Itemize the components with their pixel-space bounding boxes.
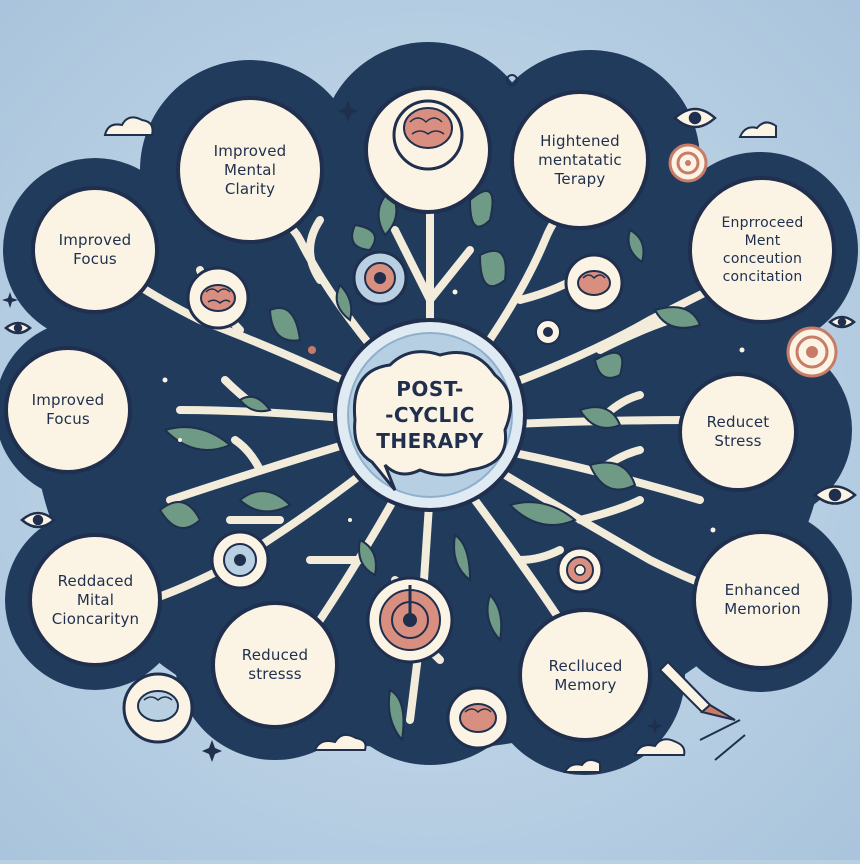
leaf-icon [238,490,292,513]
eye-icon [813,485,857,505]
bubble-enhanced-memory [692,530,832,670]
target-icon [668,143,708,183]
center-node [333,318,527,512]
brain-icon [122,672,194,744]
target-icon [366,576,454,664]
pencil-icon [658,660,746,761]
leaf-icons [158,188,702,743]
leaf-icon [158,501,202,529]
brain-icon [186,266,250,330]
cloud-icon [633,738,686,756]
bubble-reduced-memory [518,608,652,742]
brain-icon [392,99,464,171]
bubble-improved-focus-top [31,186,159,314]
brain-icon [564,253,624,313]
target-icon [556,546,604,594]
sparkle-icon [2,292,18,308]
eye-icons [4,107,857,529]
target-icon [535,319,561,345]
leaf-icon [268,307,302,342]
bubble-reduced-mital-clarity [28,533,162,667]
target-icon [786,326,838,378]
leaf-icon [593,351,624,379]
eye-icon [673,107,717,129]
leaf-icon [358,538,377,577]
sparkle-icon [647,718,663,734]
center-title-line-3: THERAPY [376,429,484,453]
sparkle-icon [338,100,358,122]
sparkle-icon [202,740,222,762]
leaf-icon [335,283,353,322]
center-title-line-1: POST- [396,377,464,401]
bubble-heightened-therapy-b [510,90,650,230]
target-icon [210,530,270,590]
leaf-icon [351,223,376,252]
bubble-improved-focus-left [4,346,132,474]
leaf-icon [508,501,577,526]
bubbles [4,86,836,742]
leaf-icon [453,533,472,583]
leaf-icon [653,306,702,329]
leaf-icon [627,228,645,264]
cloud-icon [563,759,601,773]
bubble-enproceed-concentration [688,176,836,324]
leaf-icon [238,395,272,413]
eye-icon [828,315,856,329]
leaf-icon [478,249,507,287]
leaf-icon [588,461,637,491]
sparkle-icons [2,74,745,762]
bubble-reduced-stress-right [678,372,798,492]
brain-icon [446,686,510,750]
speech-cloud [352,350,513,491]
center-title-line-2: -CYCLIC [385,403,475,427]
cloud-icon [103,116,154,136]
eye-icon [20,511,56,529]
leaf-icon [387,688,405,743]
target-icon [352,250,408,306]
leaf-icon [163,426,232,451]
cloud-icon [738,121,777,138]
center-title: POST- -CYCLIC THERAPY [355,365,505,465]
bubble-reduced-stress-bottom [211,601,339,729]
cloud-icon [313,733,367,751]
leaf-icon [486,593,503,643]
leaf-icon [578,406,622,429]
eye-icon [4,321,32,335]
cloud-icons [103,116,777,773]
leaf-icon [468,190,494,228]
bubble-improved-mental-clarity [176,96,324,244]
